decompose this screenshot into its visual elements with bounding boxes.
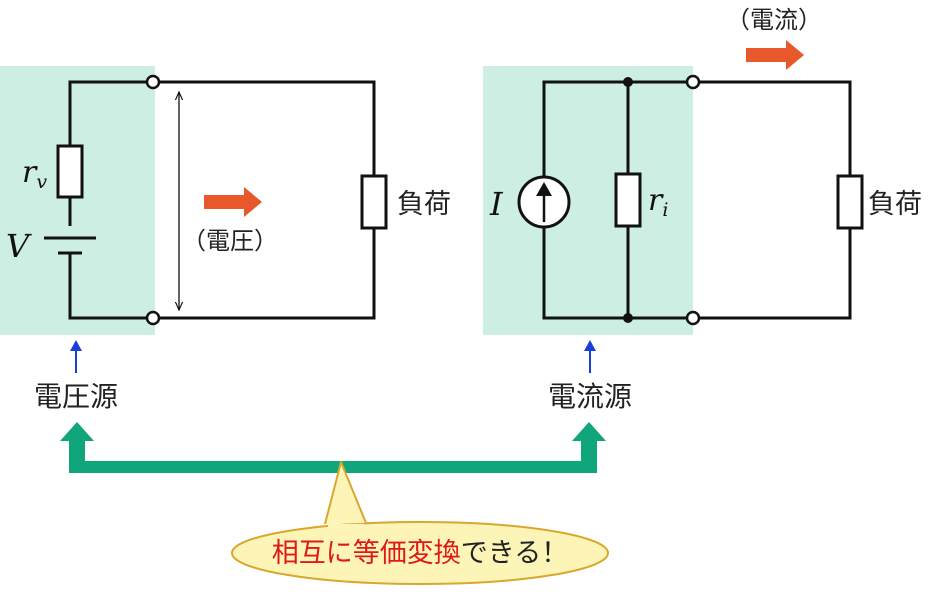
left-bottom-terminal bbox=[145, 310, 161, 326]
left-top-terminal bbox=[145, 74, 161, 90]
i-symbol: I bbox=[489, 185, 504, 223]
internal-resistor-rv bbox=[56, 144, 84, 199]
right-top-terminal bbox=[685, 74, 701, 90]
callout-pointer bbox=[324, 461, 367, 525]
callout-text: 相互に等価変換できる！ bbox=[272, 538, 568, 569]
callout-bubble bbox=[231, 521, 609, 585]
ri-symbol: ri bbox=[648, 183, 668, 221]
right-circuit-wires bbox=[542, 80, 852, 320]
voltage-source-indicator-head bbox=[70, 340, 82, 351]
callout-rest-text: できる！ bbox=[461, 538, 568, 569]
left-load-label: 負荷 bbox=[397, 189, 451, 220]
right-load-label: 負荷 bbox=[868, 189, 922, 220]
v-symbol: V bbox=[6, 227, 32, 265]
right-load-resistor bbox=[836, 174, 864, 230]
left-load-resistor bbox=[360, 174, 388, 230]
left-circuit-wires bbox=[68, 80, 376, 320]
voltage-source-name: 電圧源 bbox=[34, 380, 118, 413]
top-junction-dot bbox=[623, 77, 633, 87]
current-source-inner-arrow-head bbox=[536, 182, 552, 196]
equivalence-callout: 相互に等価変換できる！ bbox=[231, 461, 609, 585]
right-bottom-terminal bbox=[685, 310, 701, 326]
voltage-flow-arrow bbox=[204, 187, 262, 217]
voltage-source-region bbox=[0, 66, 155, 335]
voltage-label: （電圧） bbox=[182, 227, 278, 255]
internal-resistor-ri bbox=[614, 172, 642, 228]
current-flow-arrow bbox=[746, 40, 804, 70]
rv-symbol: rv bbox=[22, 155, 47, 193]
bottom-junction-dot bbox=[623, 313, 633, 323]
current-source-indicator-head bbox=[584, 340, 596, 351]
current-source-name: 電流源 bbox=[548, 380, 632, 413]
current-label: （電流） bbox=[726, 6, 822, 34]
battery-symbol bbox=[44, 236, 96, 255]
callout-highlight-text: 相互に等価変換 bbox=[272, 538, 461, 569]
mutual-conversion-arrow bbox=[60, 422, 606, 473]
